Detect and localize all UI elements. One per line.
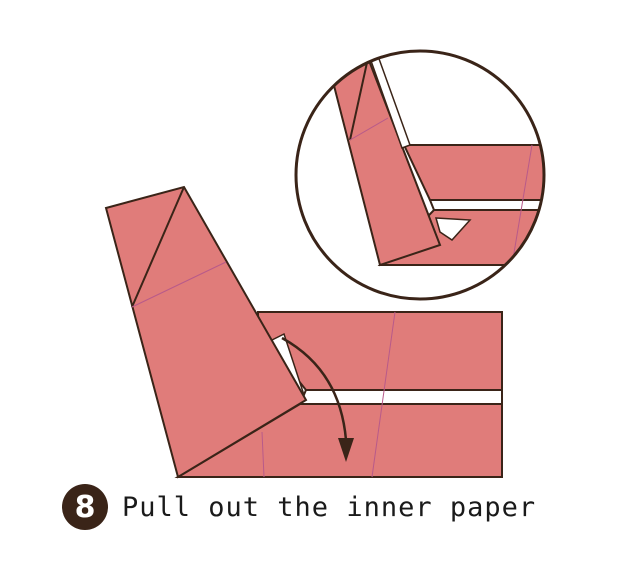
zoom-pulled-paper xyxy=(434,217,472,241)
zoom-arm-upper xyxy=(402,144,544,201)
top-fold-line xyxy=(131,186,185,308)
crease-line xyxy=(371,311,396,478)
step-caption: 8 Pull out the inner paper xyxy=(62,484,536,530)
step-number-badge: 8 xyxy=(62,484,108,530)
zoom-crease-line xyxy=(349,117,389,141)
pull-arrow-head xyxy=(338,438,354,462)
crease-line xyxy=(261,431,265,478)
zoom-circle-border xyxy=(294,49,546,301)
crease-line xyxy=(131,261,227,308)
zoom-gap xyxy=(428,199,544,211)
main-fold-figure xyxy=(104,185,503,479)
step-instruction: Pull out the inner paper xyxy=(122,491,537,523)
zoom-fold-line xyxy=(349,57,369,141)
vertical-panel xyxy=(104,185,308,479)
pull-arrow xyxy=(281,336,348,441)
zoom-crease-line xyxy=(511,144,533,266)
inner-paper-gap xyxy=(298,389,503,405)
zoom-detail xyxy=(294,49,546,301)
